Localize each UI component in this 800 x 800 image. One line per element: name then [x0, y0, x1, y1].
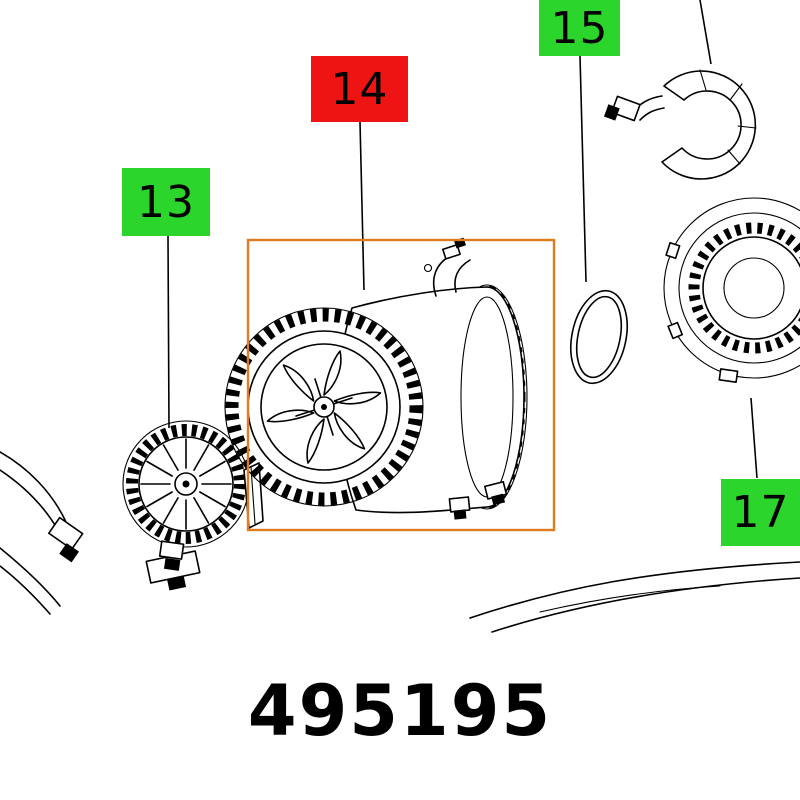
motor-stator-part: [224, 237, 528, 520]
leader-line-14: [359, 121, 365, 291]
ring-gear-flange-part: [663, 197, 800, 383]
seal-ring-part: [570, 289, 628, 385]
bearing-bracket-part: [603, 69, 757, 180]
armature-fan-part: [122, 420, 250, 571]
leader-line-15: [579, 55, 587, 283]
leader-line-top-right: [699, 0, 712, 65]
callout-14[interactable]: 14: [311, 56, 408, 122]
leader-line-13: [167, 235, 170, 429]
callout-13[interactable]: 13: [122, 168, 210, 236]
selected-part-highlight: [246, 238, 556, 532]
leader-lines: [167, 0, 758, 479]
part-number: 495195: [247, 670, 553, 752]
housing-shell-part: [469, 561, 800, 633]
callout-17[interactable]: 17: [721, 479, 800, 546]
callout-15[interactable]: 15: [539, 0, 620, 56]
leader-line-17: [750, 397, 758, 479]
